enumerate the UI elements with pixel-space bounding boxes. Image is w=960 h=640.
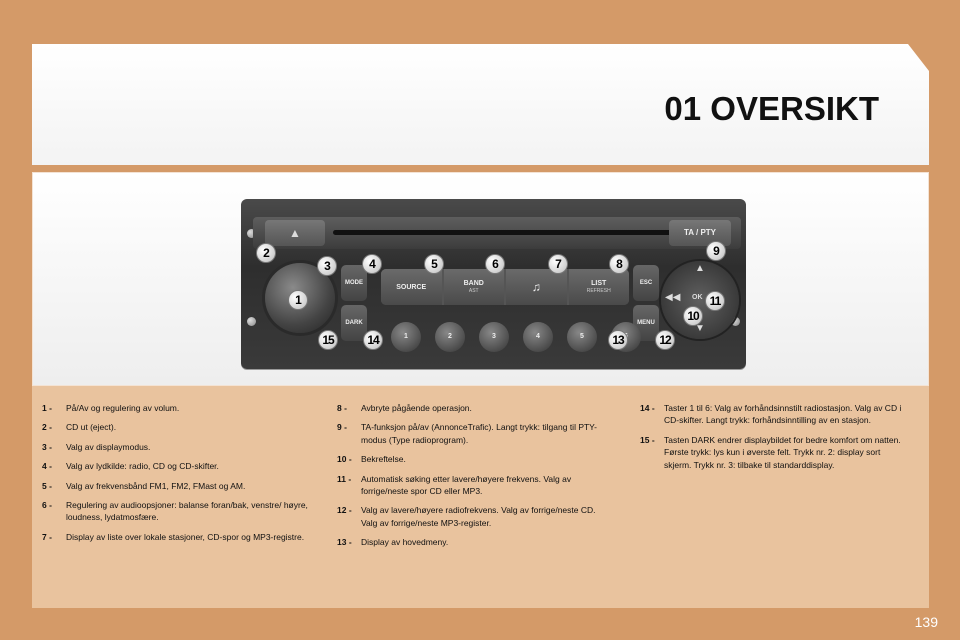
callout-8: 8: [609, 254, 629, 274]
legend-text: Tasten DARK endrer displaybildet for bed…: [664, 434, 901, 470]
legend-item: 1 - På/Av og regulering av volum.: [42, 402, 312, 414]
legend-number: 4 -: [42, 461, 52, 472]
callout-13: 13: [608, 330, 628, 350]
legend-text: Display av hovedmeny.: [361, 537, 449, 548]
callout-12: 12: [655, 330, 675, 350]
legend-text: Regulering av audioopsjoner: balanse for…: [66, 500, 308, 523]
legend-item: 12 - Valg av lavere/høyere radiofrekvens.…: [337, 504, 607, 529]
legend-number: 5 -: [42, 480, 52, 491]
legend-number: 2 -: [42, 422, 52, 433]
band-button-label: BAND: [463, 280, 484, 287]
legend-text: Valg av displaymodus.: [66, 441, 151, 452]
legend-text: Valg av lydkilde: radio, CD og CD-skifte…: [66, 461, 219, 472]
legend-number: 7 -: [42, 531, 52, 542]
legend-number: 3 -: [42, 441, 52, 452]
legend-number: 14 -: [640, 403, 655, 413]
preset-button-3[interactable]: 3: [479, 322, 509, 352]
callout-2: 2: [256, 243, 276, 263]
legend-item: 15 - Tasten DARK endrer displaybildet for…: [640, 434, 905, 471]
band-button-sublabel: AST: [468, 288, 479, 294]
arrow-up-icon[interactable]: ▲: [695, 263, 705, 274]
legend-number: 13 -: [337, 537, 352, 548]
preset-button-1[interactable]: 1: [391, 322, 421, 352]
music-note-icon: ♫: [531, 280, 541, 294]
list-button-label: LIST: [591, 280, 607, 287]
legend-item: 3 - Valg av displaymodus.: [42, 441, 312, 453]
list-button-sublabel: REFRESH: [586, 288, 611, 294]
legend-item: 9 - TA-funksjon på/av (AnnonceTrafic). La…: [337, 421, 607, 446]
legend-number: 12 -: [337, 505, 352, 516]
navigation-ring[interactable]: ▲ ▼ ◀◀ OK: [661, 261, 739, 339]
callout-7: 7: [548, 254, 568, 274]
legend-text: CD ut (eject).: [66, 422, 117, 433]
mode-button[interactable]: MODE: [341, 265, 367, 301]
callout-3: 3: [317, 256, 337, 276]
legend-number: 15 -: [640, 434, 655, 445]
legend-text: Avbryte pågående operasjon.: [361, 403, 472, 413]
source-button-label: SOURCE: [396, 283, 427, 291]
legend-item: 4 - Valg av lydkilde: radio, CD og CD-ski…: [42, 460, 312, 472]
legend-item: 2 - CD ut (eject).: [42, 421, 312, 433]
callout-14: 14: [363, 330, 383, 350]
radio-faceplate: ▲ TA / PTY MODE DARK SOURCE BAND AST ♫: [241, 199, 746, 369]
arrow-left-icon[interactable]: ◀◀: [665, 292, 681, 303]
preset-button-4[interactable]: 4: [523, 322, 553, 352]
screw: [247, 229, 256, 238]
legend-number: 1 -: [42, 403, 52, 413]
callout-9: 9: [706, 241, 726, 261]
legend-item: 7 - Display av liste over lokale stasjone…: [42, 531, 312, 543]
legend-item: 14 - Taster 1 til 6: Valg av forhåndsinns…: [640, 402, 905, 427]
legend-text: Valg av frekvensbånd FM1, FM2, FMast og …: [66, 480, 246, 491]
radio-illustration: ▲ TA / PTY MODE DARK SOURCE BAND AST ♫: [32, 172, 929, 386]
callout-10: 10: [683, 306, 703, 326]
content-panel: ▲ TA / PTY MODE DARK SOURCE BAND AST ♫: [32, 172, 929, 608]
legend-text: Taster 1 til 6: Valg av forhåndsinnstilt…: [664, 403, 902, 426]
legend-text: Automatisk søking etter lavere/høyere fr…: [361, 473, 572, 497]
ok-button[interactable]: OK: [692, 294, 703, 301]
legend-item: 10 - Bekreftelse.: [337, 453, 607, 465]
esc-button[interactable]: ESC: [633, 265, 659, 301]
cd-strip: ▲ TA / PTY: [253, 217, 741, 249]
screw: [731, 317, 740, 326]
legend-text: Valg av lavere/høyere radiofrekvens. Val…: [361, 505, 596, 528]
legend-item: 5 - Valg av frekvensbånd FM1, FM2, FMast …: [42, 480, 312, 492]
callout-5: 5: [424, 254, 444, 274]
source-button[interactable]: SOURCE: [381, 269, 442, 305]
function-buttons: SOURCE BAND AST ♫ LIST REFRESH: [381, 269, 629, 305]
legend-number: 10 -: [337, 454, 352, 465]
legend-text: Bekreftelse.: [361, 454, 406, 465]
callout-1: 1: [288, 290, 308, 310]
page-number: 139: [914, 614, 938, 630]
callout-15: 15: [318, 330, 338, 350]
legend-text: TA-funksjon på/av (AnnonceTrafic). Langt…: [361, 422, 597, 445]
callout-11: 11: [705, 291, 725, 311]
dark-button[interactable]: DARK: [341, 305, 367, 341]
audio-button[interactable]: ♫: [506, 269, 567, 305]
legend-item: 13 - Display av hovedmeny.: [337, 536, 607, 548]
preset-button-2[interactable]: 2: [435, 322, 465, 352]
arrow-down-icon[interactable]: ▼: [695, 323, 705, 334]
legend-text: På/Av og regulering av volum.: [66, 403, 180, 413]
callout-4: 4: [362, 254, 382, 274]
preset-button-5[interactable]: 5: [567, 322, 597, 352]
legend-text: Display av liste over lokale stasjoner, …: [66, 531, 305, 542]
list-button[interactable]: LIST REFRESH: [568, 269, 629, 305]
legend-number: 6 -: [42, 500, 52, 511]
screw: [247, 317, 256, 326]
cd-slot: [333, 230, 673, 235]
legend-number: 8 -: [337, 403, 347, 413]
legend-column-3: 14 - Taster 1 til 6: Valg av forhåndsinns…: [640, 402, 905, 478]
eject-button[interactable]: ▲: [265, 220, 325, 246]
legend-item: 11 - Automatisk søking etter lavere/høyer…: [337, 473, 607, 498]
page-title: 01 OVERSIKT: [664, 90, 879, 127]
legend-column-1: 1 - På/Av og regulering av volum. 2 - CD u…: [42, 402, 312, 550]
band-button[interactable]: BAND AST: [443, 269, 504, 305]
legend-number: 9 -: [337, 422, 347, 433]
legend-number: 11 -: [337, 473, 352, 484]
legend-column-2: 8 - Avbryte pågående operasjon. 9 - TA-fun…: [337, 402, 607, 556]
callout-6: 6: [485, 254, 505, 274]
legend-item: 6 - Regulering av audioopsjoner: balanse …: [42, 499, 312, 524]
legend-item: 8 - Avbryte pågående operasjon.: [337, 402, 607, 414]
title-panel: 01 OVERSIKT: [32, 44, 929, 165]
